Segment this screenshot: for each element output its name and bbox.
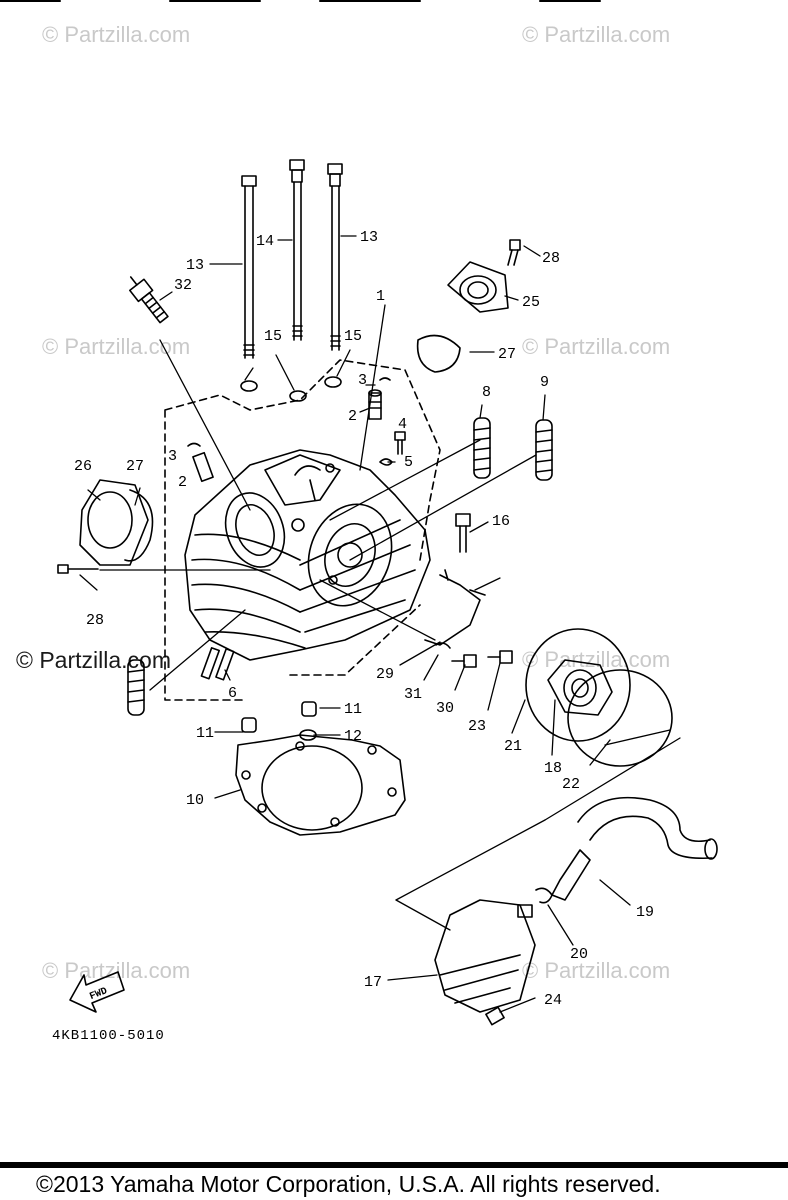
dowel-pin [241,717,257,733]
watermark: © Partzilla.com [16,647,171,673]
callout-10: 10 [186,792,204,809]
hose-clip [535,887,553,904]
callout-11: 11 [344,701,362,718]
watermark: © Partzilla.com [42,334,191,359]
fwd-arrow-icon [69,971,125,1013]
watermark: © Partzilla.com [42,22,191,47]
callout-15: 15 [344,328,362,345]
watermark: © Partzilla.com [522,334,671,359]
callout-4: 4 [398,416,407,433]
callout-13: 13 [360,229,378,246]
dowel-pin [301,701,317,717]
callout-3: 3 [168,448,177,465]
leader-lines [79,235,681,1013]
bolt-16 [455,513,471,553]
breather-hose [551,796,718,901]
callout-28: 28 [86,612,104,629]
diagram-part-number: 4KB1100-5010 [52,1028,165,1044]
callout-9: 9 [540,374,549,391]
intake-joint [447,239,521,313]
valve-guide-lower [187,442,214,483]
fwd-label: FWD [88,986,109,1003]
callout-21: 21 [504,738,522,755]
callout-23: 23 [468,718,486,735]
callout-29: 29 [376,666,394,683]
watermark: © Partzilla.com [42,958,191,983]
cylinder-head-gasket [235,734,406,836]
head-bolt-right [327,163,343,351]
callout-labels: 1 2 2 3 3 4 5 6 8 9 10 11 11 12 13 13 14… [74,229,654,1009]
callout-6: 6 [228,685,237,702]
callout-2: 2 [348,408,357,425]
stud-8 [473,417,491,479]
head-bolt-center [289,159,305,341]
cylinder-head [184,449,431,661]
stud-9 [535,419,553,481]
intake-gasket [416,334,461,373]
callout-22: 22 [562,776,580,793]
side-cover [57,479,154,574]
callout-32: 32 [174,277,192,294]
callout-27: 27 [126,458,144,475]
stud-left [127,659,145,716]
small-bolt [379,431,406,466]
callout-28: 28 [542,250,560,267]
callout-1: 1 [376,288,385,305]
callout-3: 3 [358,372,367,389]
callout-31: 31 [404,686,422,703]
callout-30: 30 [436,700,454,717]
callout-2: 2 [178,474,187,491]
watermark: © Partzilla.com [522,22,671,47]
valve-guide-upper [368,377,391,420]
callout-13: 13 [186,257,204,274]
oil-pipe [424,569,486,646]
callout-8: 8 [482,384,491,401]
callout-18: 18 [544,760,562,777]
spark-plug [129,276,169,324]
washer [240,380,258,392]
watermark: © Partzilla.com [522,647,671,672]
callout-19: 19 [636,904,654,921]
head-bolt-left [241,175,257,359]
callout-26: 26 [74,458,92,475]
callout-5: 5 [404,454,413,471]
assembly-outline [164,359,441,701]
callout-27: 27 [498,346,516,363]
tappet-cover [434,899,536,1026]
washer [324,376,342,388]
callout-11: 11 [196,725,214,742]
callout-17: 17 [364,974,382,991]
callout-12: 12 [344,728,362,745]
watermark: © Partzilla.com [522,958,671,983]
copyright-footer: ©2013 Yamaha Motor Corporation, U.S.A. A… [0,1162,788,1200]
stud-6 [200,647,235,681]
callout-15: 15 [264,328,282,345]
callout-14: 14 [256,233,274,250]
tappet-cover-plate [525,628,673,767]
callout-20: 20 [570,946,588,963]
callout-16: 16 [492,513,510,530]
callout-24: 24 [544,992,562,1009]
union-bolts [435,642,513,668]
callout-25: 25 [522,294,540,311]
washer [289,390,307,402]
